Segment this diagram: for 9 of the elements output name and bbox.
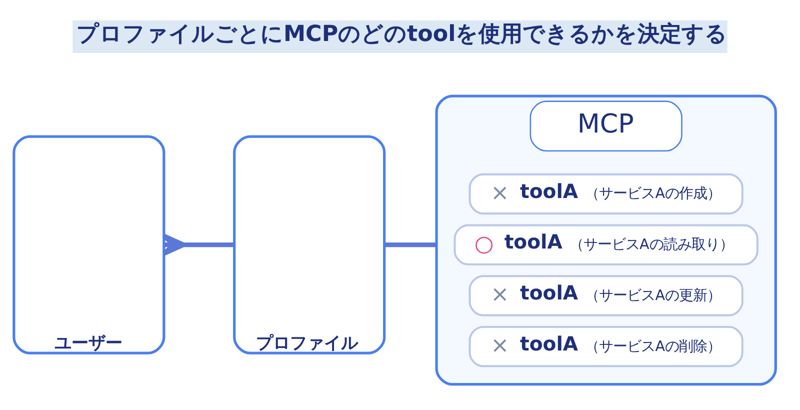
- node-box: × toolA （サービスAの作成）: [468, 173, 744, 214]
- node-box: ユーザー: [12, 135, 166, 354]
- diagram-title: プロファイルごとにMCPのどのtoolを使用できるかを決定する: [76, 20, 728, 47]
- node-box: ○ toolA （サービスAの読み取り）: [454, 224, 758, 266]
- node-box: プロファイル: [233, 135, 386, 354]
- node-box: × toolA （サービスAの削除）: [468, 326, 744, 368]
- connector: [162, 234, 234, 256]
- connector: [384, 242, 437, 248]
- node-box: × toolA （サービスAの更新）: [468, 275, 744, 316]
